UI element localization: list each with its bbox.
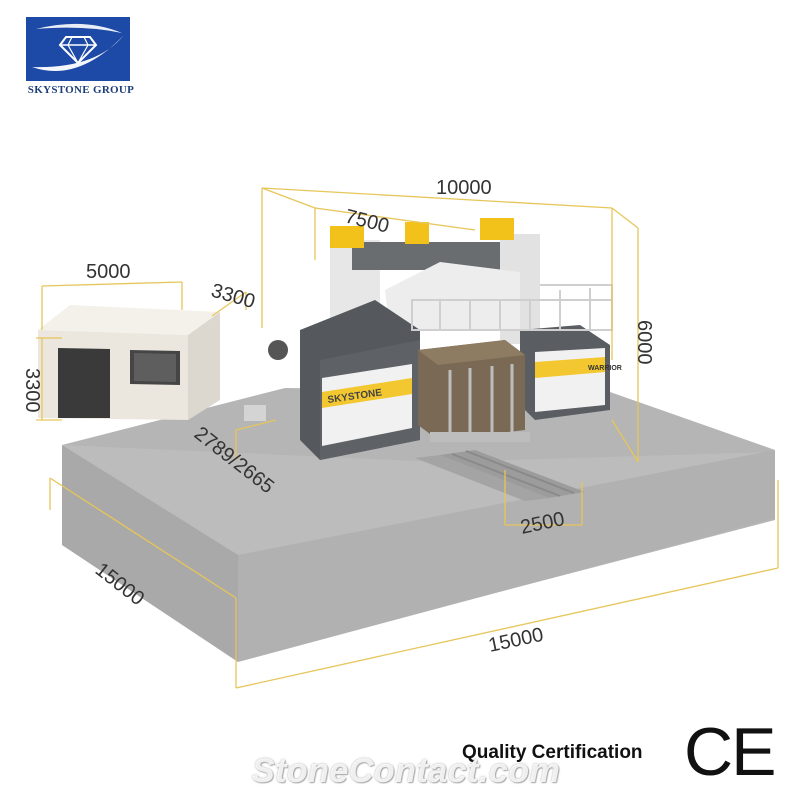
rail-tracks bbox=[415, 450, 585, 501]
machine-model-label: WARRIOR bbox=[588, 365, 622, 372]
quality-certification-text: Quality Certification bbox=[462, 742, 643, 763]
dim-machine-height: 6000 bbox=[633, 320, 655, 365]
dim-machine-length: 10000 bbox=[436, 177, 492, 199]
control-room bbox=[38, 305, 220, 420]
skystone-logo bbox=[26, 17, 130, 81]
dim-room-width: 5000 bbox=[86, 261, 131, 283]
wire-saw-machine: SKYSTONE WARRIOR bbox=[244, 218, 622, 460]
dim-room-height: 3300 bbox=[21, 368, 43, 413]
floor-slab bbox=[62, 388, 775, 662]
diamond-swoosh-icon bbox=[26, 17, 130, 81]
dim-room-depth: 3300 bbox=[209, 280, 258, 313]
dimension-lines bbox=[36, 187, 779, 689]
company-name: SKYSTONE GROUP bbox=[27, 84, 135, 96]
watermark-text: StoneContact.com bbox=[252, 752, 561, 790]
dim-base-width: 15000 bbox=[486, 624, 545, 657]
ce-mark-icon: CE bbox=[684, 714, 776, 790]
